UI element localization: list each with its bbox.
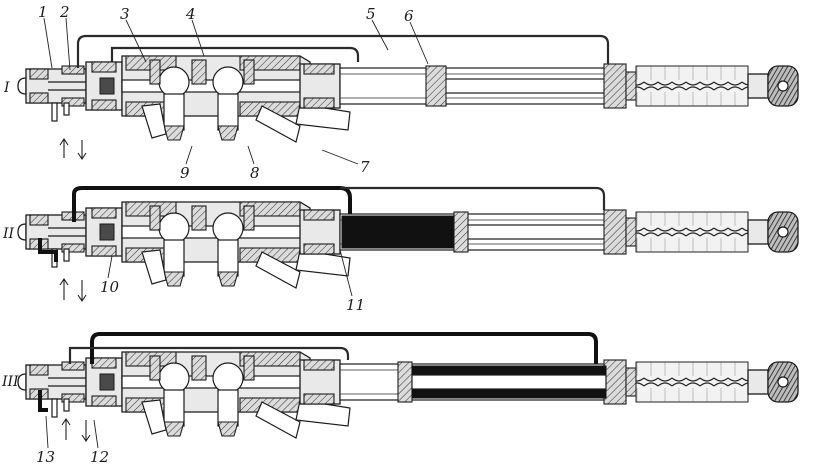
callout-3: 3 (120, 5, 130, 23)
piston (425, 65, 447, 107)
callout-5: 5 (366, 5, 376, 23)
callout-4: 4 (185, 5, 196, 23)
callout-13: 13 (36, 448, 55, 466)
piston (397, 361, 413, 403)
callout-8: 8 (250, 164, 260, 182)
pressure-chamber (341, 215, 455, 249)
view-label-II: II (2, 226, 15, 242)
callout-7: 7 (360, 158, 370, 176)
callout-6: 6 (404, 7, 414, 25)
callout-1: 1 (38, 3, 48, 21)
callout-2: 2 (59, 3, 70, 21)
leader-lines (43, 17, 429, 449)
view-label-I: I (3, 80, 10, 96)
view-label-III: III (1, 374, 19, 390)
callout-10: 10 (100, 278, 120, 296)
assembly-view-III (17, 332, 799, 439)
piston (453, 211, 469, 253)
callout-11: 11 (346, 296, 365, 314)
callout-9: 9 (180, 164, 190, 182)
assembly-view-II (17, 186, 799, 289)
flow-arrows (59, 138, 91, 442)
callout-12: 12 (90, 448, 109, 466)
assembly-view-I (17, 34, 799, 143)
